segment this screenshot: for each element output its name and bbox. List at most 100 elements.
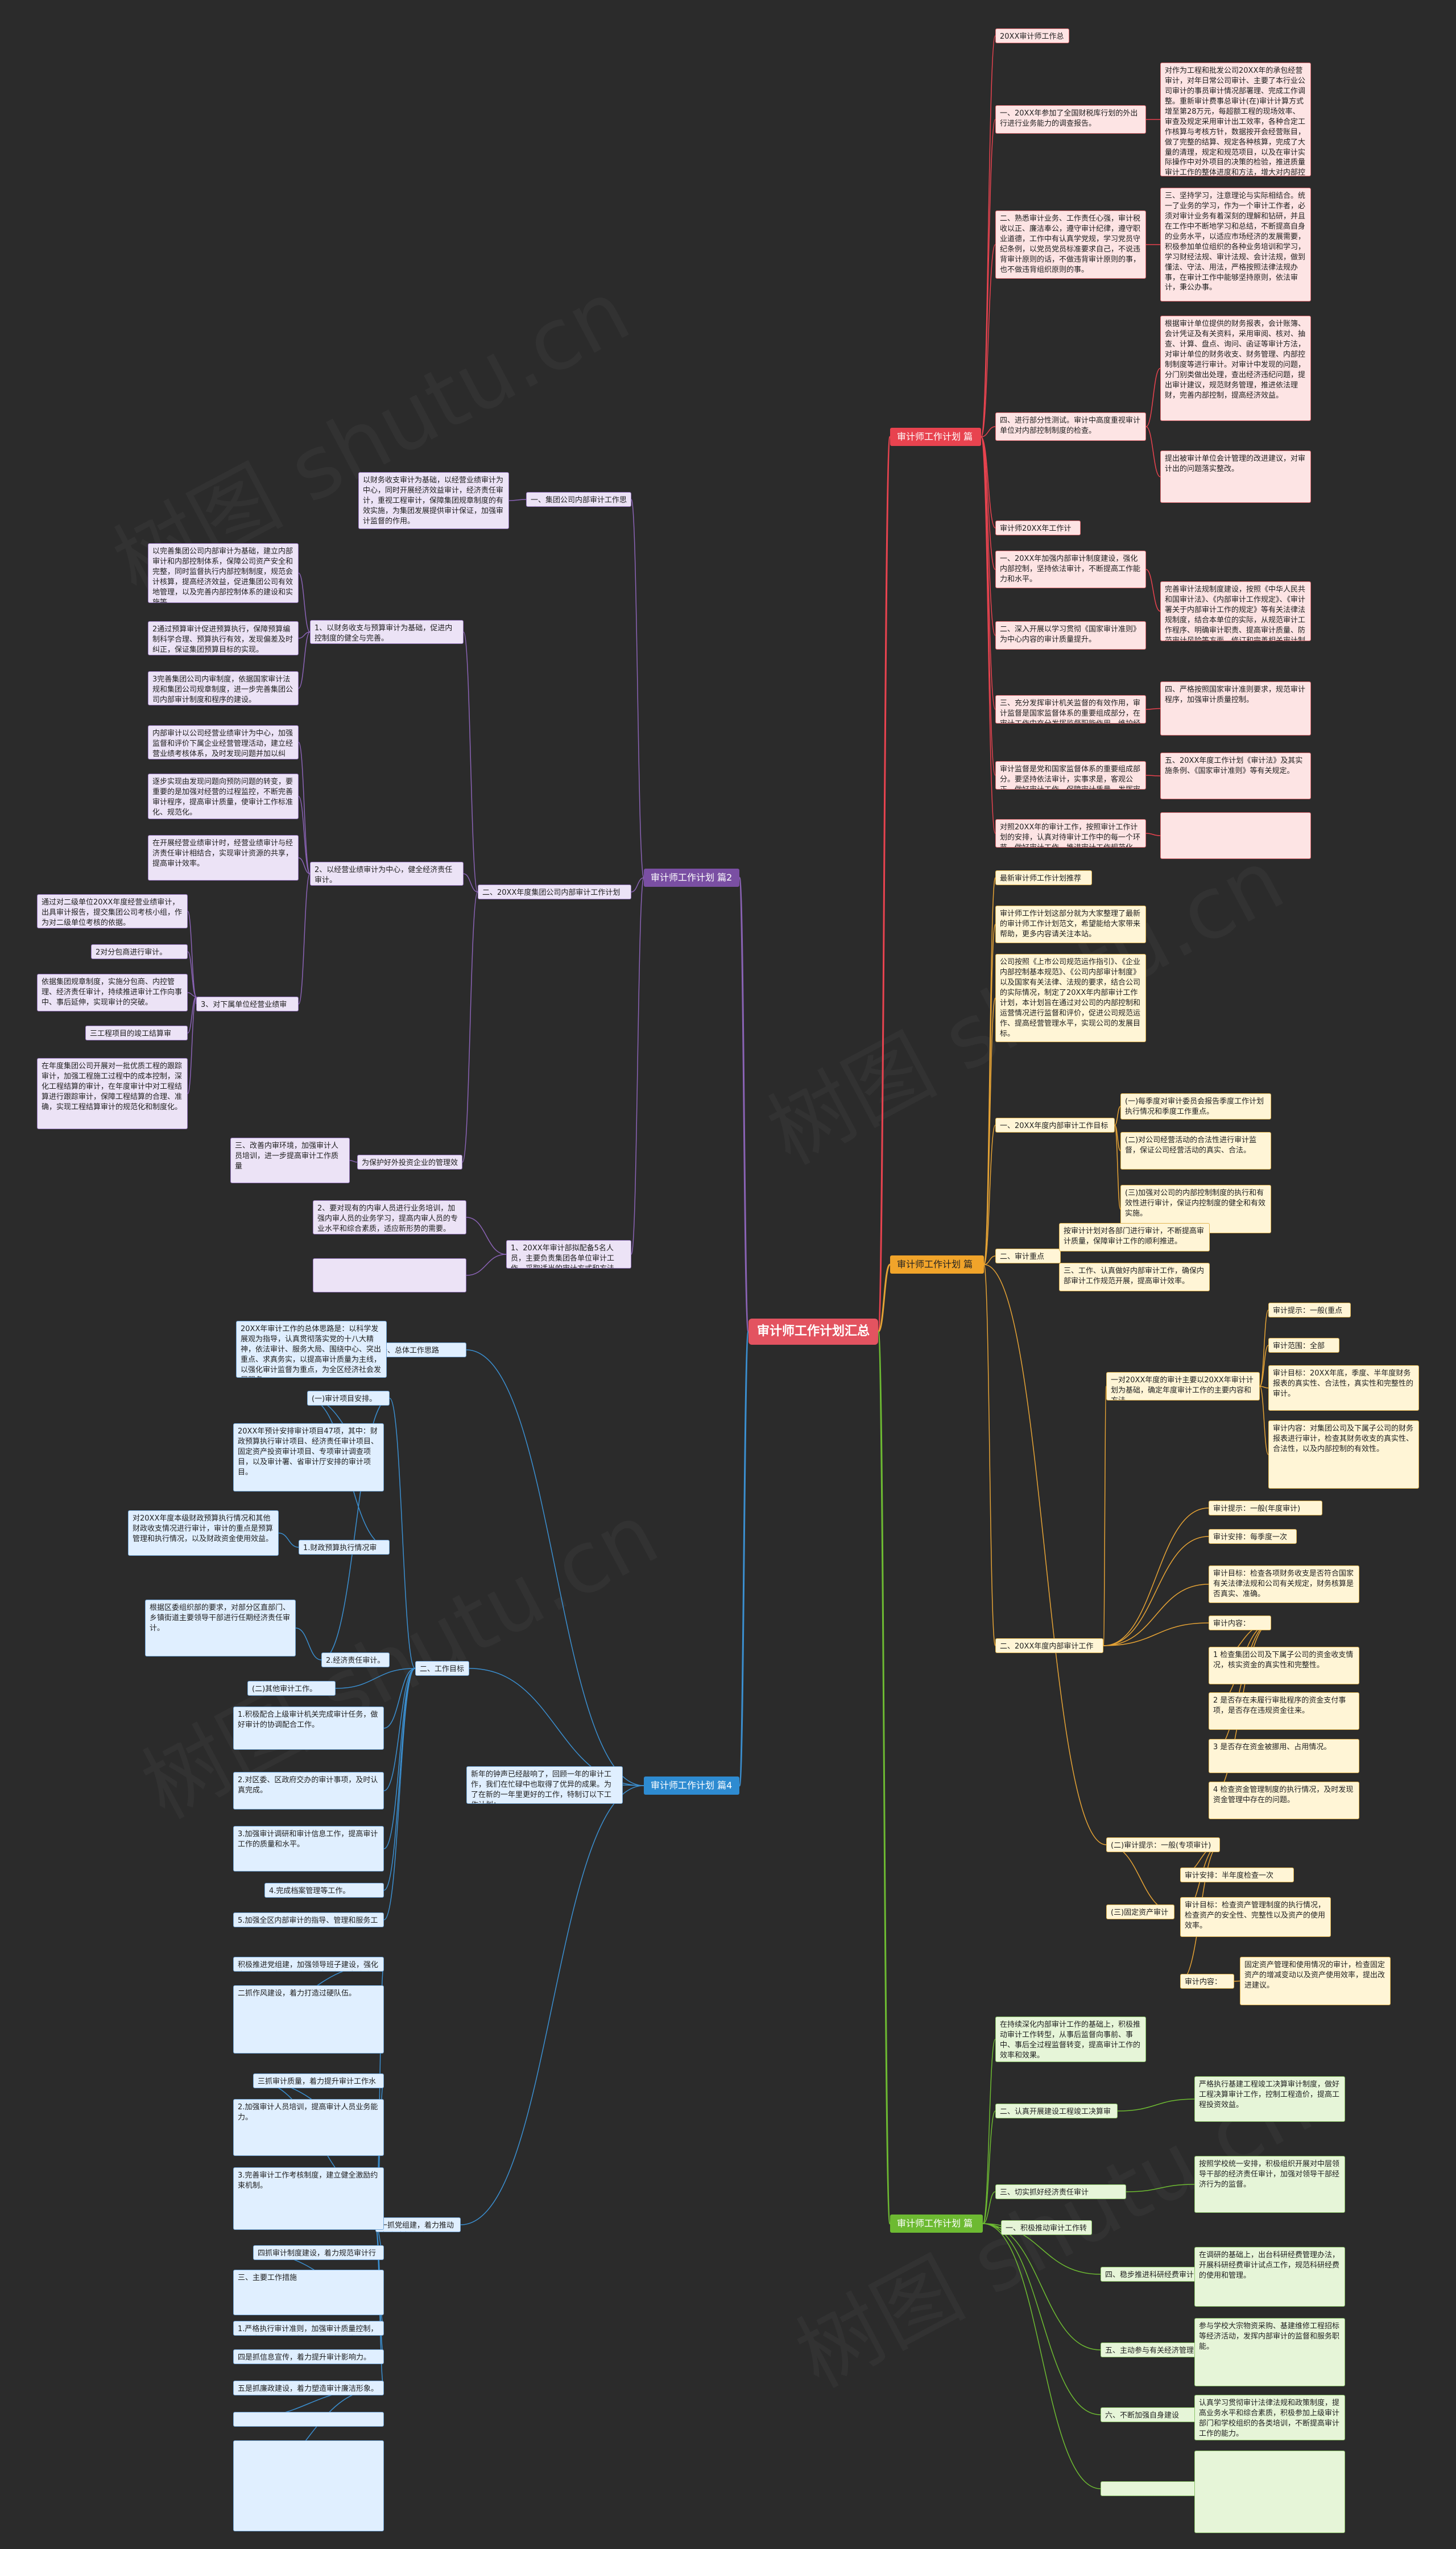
topic-node[interactable] bbox=[1194, 2451, 1345, 2533]
topic-node[interactable]: 在开展经营业绩审计时，经营业绩审计与经济责任审计相结合，实现审计资源的共享，提高… bbox=[148, 835, 299, 881]
topic-node[interactable]: 3完善集团公司内审制度，依据国家审计法规和集团公司规章制度，进一步完善集团公司内… bbox=[148, 671, 299, 705]
topic-node[interactable] bbox=[233, 2440, 384, 2531]
topic-node[interactable]: 审计师工作计划这部分就为大家整理了最新的审计师工作计划范文，希望能给大家带来帮助… bbox=[995, 906, 1146, 943]
topic-node[interactable]: 3.完善审计工作考核制度，建立健全激励约束机制。 bbox=[233, 2167, 384, 2230]
topic-node[interactable]: 三、主要工作措施 bbox=[233, 2270, 384, 2315]
topic-node[interactable]: 审计安排：半年度检查一次 bbox=[1180, 1868, 1294, 1882]
topic-node[interactable]: 四、进行部分性测试。审计中高度重视审计单位对内部控制制度的检查。 bbox=[995, 412, 1146, 441]
topic-node[interactable] bbox=[1101, 2481, 1203, 2496]
topic-node[interactable]: 1.积极配合上级审计机关完成审计任务，做好审计的协调配合工作。 bbox=[233, 1707, 384, 1750]
topic-node[interactable]: 审计提示：一般(年度审计) bbox=[1209, 1501, 1322, 1515]
topic-node[interactable]: (二)其他审计工作。 bbox=[247, 1681, 336, 1696]
topic-node[interactable]: 一、20XX年度内部审计工作目标 bbox=[995, 1118, 1115, 1133]
topic-node[interactable]: 2、要对现有的内审人员进行业务培训，加强内审人员的业务学习，提高内审人员的专业水… bbox=[313, 1200, 466, 1234]
topic-node[interactable]: 对照20XX年的审计工作，按照审计工作计划的安排，认真对待审计工作中的每一个环节… bbox=[995, 819, 1146, 848]
topic-node[interactable]: 认真学习贯彻审计法律法规和政策制度，提高业务水平和综合素质，积极参加上级审计部门… bbox=[1194, 2395, 1345, 2440]
topic-node[interactable]: 2、以经营业绩审计为中心，健全经济责任审计。 bbox=[310, 862, 464, 886]
topic-node[interactable]: 二、20XX年度内部审计工作计划 bbox=[995, 1638, 1103, 1653]
topic-node[interactable]: 5.加强全区内部审计的指导、管理和服务工作。 bbox=[233, 1912, 384, 1927]
topic-node[interactable]: 一、20XX年加强内部审计制度建设，强化内部控制，坚持依法审计，不断提高工作能力… bbox=[995, 551, 1146, 588]
topic-node[interactable]: 内部审计以公司经营业绩审计为中心，加强监督和评价下属企业经营管理活动，建立经营业… bbox=[148, 725, 299, 759]
topic-node[interactable]: (一)审计项目安排。 bbox=[307, 1391, 390, 1406]
topic-node[interactable]: (三)固定资产审计 bbox=[1106, 1904, 1174, 1919]
branch-p3[interactable]: 审计师工作计划 篇3 bbox=[890, 1255, 984, 1274]
branch-p2[interactable]: 审计师工作计划 篇2 bbox=[644, 869, 739, 887]
topic-node[interactable]: 三、坚持学习，注意理论与实际相结合。统一了业务的学习，作为一个审计工作者，必须对… bbox=[1160, 188, 1311, 301]
topic-node[interactable]: 审计师20XX年工作计划 bbox=[995, 520, 1081, 535]
topic-node[interactable]: 2 是否存在未履行审批程序的资金支付事项，是否存在违规资金往来。 bbox=[1209, 1692, 1359, 1730]
topic-node[interactable]: 参与学校大宗物资采购、基建维修工程招标等经济活动，发挥内部审计的监督和服务职能。 bbox=[1194, 2318, 1345, 2386]
topic-node[interactable]: 二、20XX年度集团公司内部审计工作计划 bbox=[478, 885, 631, 899]
topic-node[interactable]: 公司按照《上市公司规范运作指引》、《企业内部控制基本规范》、《公司内部审计制度》… bbox=[995, 954, 1146, 1042]
topic-node[interactable]: 在持续深化内部审计工作的基础上，积极推动审计工作转型，从事后监督向事前、事中、事… bbox=[995, 2017, 1146, 2062]
topic-node[interactable]: 三、改善内审环境，加强审计人员培训，进一步提高审计工作质量 bbox=[230, 1138, 350, 1183]
topic-node[interactable]: 逐步实现由发现问题向预防问题的转变，要重要的是加强对经营的过程监控，不断完善审计… bbox=[148, 774, 299, 819]
topic-node[interactable] bbox=[313, 1258, 466, 1292]
topic-node[interactable]: 2.对区委、区政府交办的审计事项，及时认真完成。 bbox=[233, 1772, 384, 1809]
topic-node[interactable]: 以财务收支审计为基础，以经营业绩审计为中心，同时开展经济效益审计，经济责任审计，… bbox=[358, 472, 509, 529]
topic-node[interactable]: 审计监督是党和国家监督体系的重要组成部分。要坚持依法审计，实事求是，客观公正，做… bbox=[995, 761, 1146, 790]
topic-node[interactable]: 二、深入开展以学习贯彻《国家审计准则》为中心内容的审计质量提升。 bbox=[995, 621, 1146, 650]
topic-node[interactable]: 二、认真开展建设工程竣工决算审计 bbox=[995, 2104, 1118, 2118]
topic-node[interactable]: 3.加强审计调研和审计信息工作，提高审计工作的质量和水平。 bbox=[233, 1826, 384, 1872]
topic-node[interactable]: 一、积极推动审计工作转型 bbox=[1001, 2220, 1092, 2235]
topic-node[interactable]: 提出被审计单位会计管理的改进建议，对审计出的问题落实整改。 bbox=[1160, 451, 1311, 503]
topic-node[interactable]: 审计安排：每季度一次 bbox=[1209, 1529, 1297, 1544]
topic-node[interactable]: 四、稳步推进科研经费审计试点 bbox=[1101, 2267, 1203, 2282]
topic-node[interactable]: 对20XX年度本级财政预算执行情况和其他财政收支情况进行审计，审计的重点是预算管… bbox=[128, 1510, 279, 1556]
topic-node[interactable]: 通过对二级单位20XX年度经营业绩审计，出具审计报告，提交集团公司考核小组，作为… bbox=[37, 894, 188, 928]
topic-node[interactable]: 六、不断加强自身建设 bbox=[1101, 2407, 1200, 2422]
topic-node[interactable]: 五、主动参与有关经济管理活动 bbox=[1101, 2343, 1203, 2357]
topic-node[interactable]: 二、熟悉审计业务、工作责任心强，审计税收以正、廉洁奉公，遵守审计纪律，遵守职业道… bbox=[995, 210, 1146, 279]
topic-node[interactable]: 2.加强审计人员培训，提高审计人员业务能力。 bbox=[233, 2099, 384, 2156]
topic-node[interactable]: 在调研的基础上，出台科研经费管理办法，开展科研经费审计试点工作，规范科研经费的使… bbox=[1194, 2247, 1345, 2307]
topic-node[interactable]: 审计目标：检查各项财务收支是否符合国家有关法律法规和公司有关规定，财务核算是否真… bbox=[1209, 1565, 1359, 1603]
topic-node[interactable]: 20XX年审计工作的总体思路是：以科学发展观为指导，认真贯彻落实党的十八大精神，… bbox=[236, 1321, 387, 1378]
branch-p5[interactable]: 审计师工作计划 篇5 bbox=[890, 2215, 983, 2233]
topic-node[interactable]: 3、对下属单位经营业绩审计。 bbox=[196, 997, 299, 1011]
topic-node[interactable]: 1.严格执行审计准则，加强审计质量控制，完善审计项目质量控制体系，提高审计质量。 bbox=[233, 2321, 384, 2336]
topic-node[interactable]: 一对20XX年度的审计主要以20XX年审计计划为基础，确定年度审计工作的主要内容… bbox=[1106, 1372, 1260, 1400]
topic-node[interactable]: 二抓作风建设，着力打造过硬队伍。 bbox=[233, 1985, 384, 2054]
topic-node[interactable]: 最新审计师工作计划推荐 bbox=[995, 870, 1092, 885]
topic-node[interactable]: 依据集团规章制度，实施分包商、内控管理、经济责任审计，持续推进审计工作向事中、事… bbox=[37, 974, 188, 1011]
topic-node[interactable]: 新年的钟声已经敲响了，回顾一年的审计工作，我们在忙碌中也取得了优异的成果。为了在… bbox=[466, 1766, 623, 1804]
topic-node[interactable]: 三工程项目的竣工结算审计。 bbox=[85, 1026, 188, 1040]
topic-node[interactable]: 为保护好外投资企业的管理效果和质量，对投资企业的资产和经营情况进行审计，及时发现… bbox=[357, 1155, 462, 1170]
topic-node[interactable]: 完善审计法规制度建设，按照《中华人民共和国审计法》、《内部审计工作规定》、《审计… bbox=[1160, 581, 1311, 641]
topic-node[interactable]: 3 是否存在资金被挪用、占用情况。 bbox=[1209, 1739, 1359, 1773]
topic-node[interactable]: 审计内容： bbox=[1180, 1974, 1234, 1989]
topic-node[interactable]: (二)审计提示：一般(专项审计) bbox=[1106, 1837, 1220, 1852]
topic-node[interactable]: 五、20XX年度工作计划《审计法》及其实施条例、《国家审计准则》等有关规定。 bbox=[1160, 753, 1311, 799]
topic-node[interactable]: 1、以财务收支与预算审计为基础，促进内控制度的健全与完善。 bbox=[310, 620, 464, 644]
topic-node[interactable]: 三、切实抓好经济责任审计 bbox=[995, 2184, 1126, 2199]
branch-p1[interactable]: 审计师工作计划 篇1 bbox=[890, 428, 981, 446]
topic-node[interactable]: 四、严格按照国家审计准则要求，规范审计程序，加强审计质量控制。 bbox=[1160, 681, 1311, 736]
topic-node[interactable]: 1 检查集团公司及下属子公司的资金收支情况，核实资金的真实性和完整性。 bbox=[1209, 1647, 1359, 1684]
topic-node[interactable]: 根据区委组织部的要求，对部分区直部门、乡镇街道主要领导干部进行任期经济责任审计。 bbox=[145, 1600, 296, 1656]
topic-node[interactable]: 2.经济责任审计。 bbox=[321, 1652, 390, 1667]
topic-node[interactable]: 2对分包商进行审计。 bbox=[91, 944, 188, 959]
topic-node[interactable]: 四抓审计制度建设，着力规范审计行为。 bbox=[253, 2245, 384, 2260]
topic-node[interactable]: 三抓审计质量，着力提升审计工作水平。 bbox=[253, 2073, 384, 2088]
root-topic[interactable]: 审计师工作计划汇总 bbox=[748, 1319, 878, 1345]
topic-node[interactable]: 积极推进党组建，加强领导班子建设，强化审计队伍思想作风建设，全面提升审计队伍的综… bbox=[233, 1957, 384, 1972]
topic-node[interactable]: 一、总体工作思路 bbox=[375, 1342, 466, 1357]
topic-node[interactable]: 按审计计划对各部门进行审计，不断提高审计质量，保障审计工作的顺利推进。 bbox=[1059, 1223, 1210, 1251]
topic-node[interactable]: 一、20XX年参加了全国财税库行划的外出行进行业务能力的调查报告。 bbox=[995, 105, 1146, 134]
topic-node[interactable]: (二)对公司经营活动的合法性进行审计监督，保证公司经营活动的真实、合法。 bbox=[1120, 1132, 1271, 1170]
topic-node[interactable]: (一)每季度对审计委员会报告季度工作计划执行情况和季度工作重点。 bbox=[1120, 1093, 1271, 1119]
topic-node[interactable]: 审计内容： bbox=[1209, 1616, 1271, 1630]
topic-node[interactable]: 三、充分发挥审计机关监督的有效作用，审计监督是国家监督体系的重要组成部分，在审计… bbox=[995, 695, 1146, 724]
topic-node[interactable]: 4 检查资金管理制度的执行情况，及时发现资金管理中存在的问题。 bbox=[1209, 1782, 1359, 1819]
topic-node[interactable]: 审计范围：全部 bbox=[1268, 1338, 1339, 1353]
topic-node[interactable]: 三、工作、认真做好内部审计工作，确保内部审计工作规范开展，提高审计效率。 bbox=[1059, 1263, 1210, 1291]
topic-node[interactable]: 审计目标：检查资产管理制度的执行情况，检查资产的安全性、完整性以及资产的使用效率… bbox=[1180, 1897, 1331, 1937]
topic-node[interactable]: 1、20XX年审计部拟配备5名人员，主要负责集团各单位审计工作，采取适当的审计方… bbox=[506, 1240, 631, 1269]
topic-node[interactable]: 严格执行基建工程竣工决算审计制度，做好工程决算审计工作，控制工程造价，提高工程投… bbox=[1194, 2076, 1345, 2122]
topic-node[interactable]: 2通过预算审计促进预算执行，保障预算编制科学合理、预算执行有效，发现偏差及时纠正… bbox=[148, 621, 299, 655]
branch-p4[interactable]: 审计师工作计划 篇4 bbox=[644, 1777, 739, 1795]
topic-node[interactable]: 审计目标：20XX年底，季度、半年度财务报表的真实性、合法性，真实性和完整性的审… bbox=[1268, 1365, 1419, 1411]
topic-node[interactable]: 1.财政预算执行情况审计。 bbox=[299, 1540, 390, 1555]
topic-node[interactable] bbox=[233, 2412, 384, 2427]
